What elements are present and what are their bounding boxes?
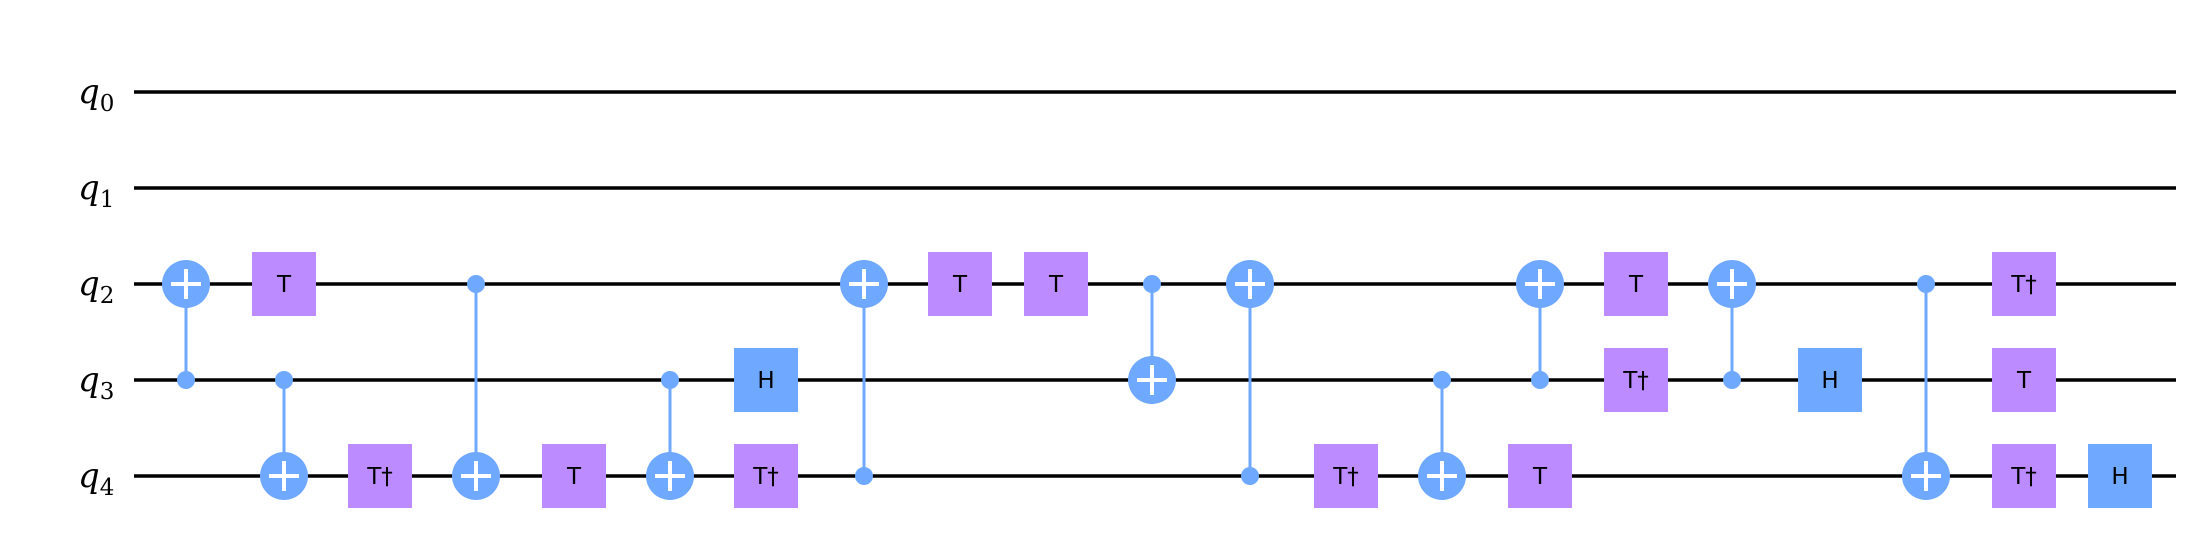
h-gate-box xyxy=(734,348,798,412)
tdg-gate-label: T† xyxy=(2010,464,2037,490)
h-gate-label: H xyxy=(1821,368,1838,394)
t-gate-label: T xyxy=(952,272,968,298)
tdg-gate: T† xyxy=(1314,444,1378,508)
t-gate-box xyxy=(542,444,606,508)
tdg-gate: T† xyxy=(734,444,798,508)
h-gate: H xyxy=(2088,444,2152,508)
h-gate-label: H xyxy=(2111,464,2128,490)
h-gate-label: H xyxy=(757,368,774,394)
h-gate-box xyxy=(2088,444,2152,508)
gate-layer: T T† T H T† T T T† T T T† H T† T T† H xyxy=(162,252,2152,508)
t-gate-label: T xyxy=(2016,368,2032,394)
control-dot xyxy=(1531,371,1549,389)
t-gate: T xyxy=(542,444,606,508)
cnot-gate xyxy=(162,260,210,389)
t-gate: T xyxy=(1508,444,1572,508)
tdg-gate-box xyxy=(1604,348,1668,412)
tdg-gate-box xyxy=(1992,252,2056,316)
t-gate: T xyxy=(252,252,316,316)
t-gate-box xyxy=(928,252,992,316)
t-gate-label: T xyxy=(1532,464,1548,490)
t-gate-box xyxy=(1508,444,1572,508)
control-dot xyxy=(467,275,485,293)
cnot-gate xyxy=(1516,260,1564,389)
t-gate-label: T xyxy=(276,272,292,298)
qubit-label-4: q4 xyxy=(78,456,114,501)
control-dot xyxy=(1723,371,1741,389)
cnot-gate xyxy=(1226,260,1274,485)
tdg-gate-label: T† xyxy=(2010,272,2037,298)
t-gate-label: T xyxy=(1628,272,1644,298)
tdg-gate-box xyxy=(348,444,412,508)
control-dot xyxy=(177,371,195,389)
tdg-gate-label: T† xyxy=(1622,368,1649,394)
t-gate-label: T xyxy=(1048,272,1064,298)
control-dot xyxy=(1917,275,1935,293)
t-gate-box xyxy=(252,252,316,316)
qubit-labels: q0 q1 q2 q3 q4 xyxy=(78,72,114,501)
t-gate-box xyxy=(1024,252,1088,316)
tdg-gate-box xyxy=(1314,444,1378,508)
tdg-gate-label: T† xyxy=(366,464,393,490)
qubit-label-3: q3 xyxy=(78,360,114,405)
cnot-gate xyxy=(1418,371,1466,500)
cnot-gate xyxy=(646,371,694,500)
t-gate-box xyxy=(1604,252,1668,316)
t-gate-box xyxy=(1992,348,2056,412)
tdg-gate: T† xyxy=(1992,444,2056,508)
cnot-gate xyxy=(1708,260,1756,389)
tdg-gate-box xyxy=(1992,444,2056,508)
h-gate-box xyxy=(1798,348,1862,412)
h-gate: H xyxy=(734,348,798,412)
control-dot xyxy=(1241,467,1259,485)
t-gate: T xyxy=(1604,252,1668,316)
tdg-gate: T† xyxy=(1604,348,1668,412)
h-gate: H xyxy=(1798,348,1862,412)
control-dot xyxy=(661,371,679,389)
qubit-label-1: q1 xyxy=(78,168,114,213)
tdg-gate-box xyxy=(734,444,798,508)
t-gate: T xyxy=(1024,252,1088,316)
t-gate: T xyxy=(1992,348,2056,412)
tdg-gate-label: T† xyxy=(1332,464,1359,490)
control-dot xyxy=(1143,275,1161,293)
qubit-label-2: q2 xyxy=(78,264,114,309)
t-gate-label: T xyxy=(566,464,582,490)
control-dot xyxy=(1433,371,1451,389)
control-dot xyxy=(855,467,873,485)
qubit-label-0: q0 xyxy=(78,72,114,117)
cnot-gate xyxy=(260,371,308,500)
control-dot xyxy=(275,371,293,389)
tdg-gate: T† xyxy=(348,444,412,508)
cnot-gate xyxy=(1128,275,1176,404)
cnot-gate xyxy=(452,275,500,500)
tdg-gate: T† xyxy=(1992,252,2056,316)
tdg-gate-label: T† xyxy=(752,464,779,490)
t-gate: T xyxy=(928,252,992,316)
cnot-gate xyxy=(1902,275,1950,500)
cnot-gate xyxy=(840,260,888,485)
